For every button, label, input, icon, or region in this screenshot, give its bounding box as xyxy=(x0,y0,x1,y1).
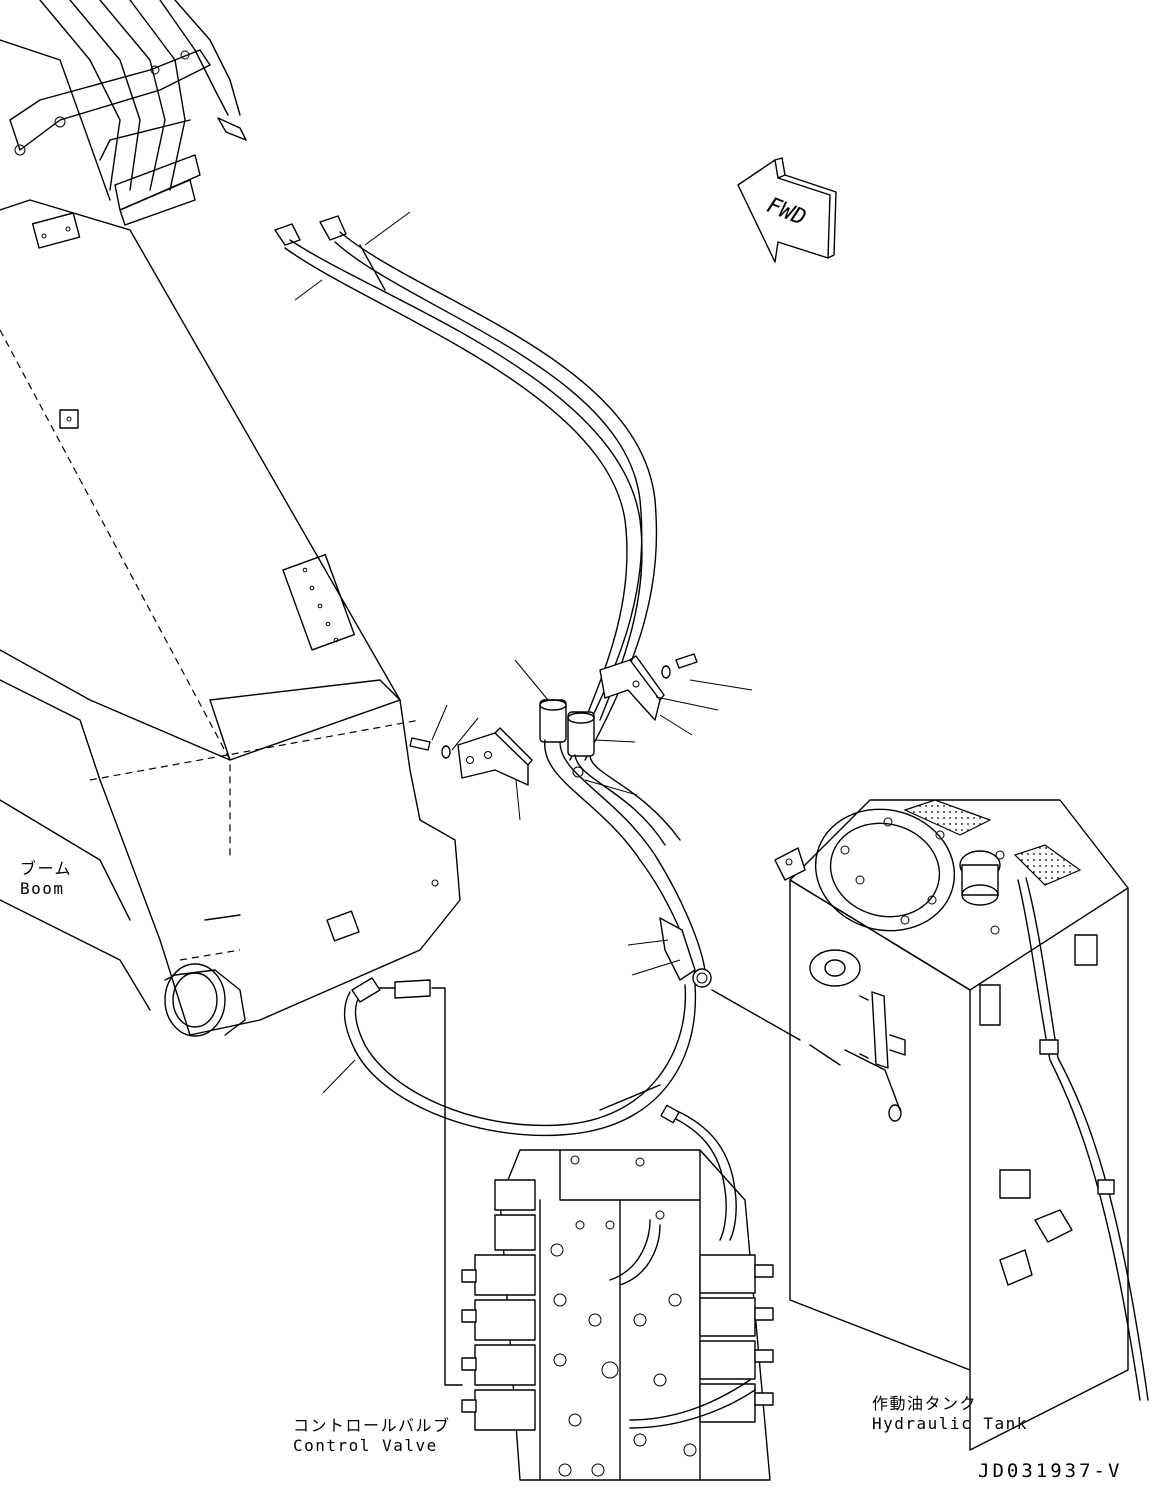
fwd-direction-arrow: FWD xyxy=(737,157,837,263)
control-valve-drawing xyxy=(461,1104,774,1481)
control-valve-label-en: Control Valve xyxy=(293,1436,438,1455)
boom-label-jp: ブーム xyxy=(20,859,73,878)
bracket-left xyxy=(409,727,533,786)
hydraulic-tank-label-en: Hydraulic Tank xyxy=(872,1414,1028,1433)
bracket-right xyxy=(599,653,698,721)
hydraulic-tank-label-jp: 作動油タンク xyxy=(872,1394,978,1413)
hose-assembly xyxy=(274,215,841,1386)
boom-drawing xyxy=(0,0,461,1037)
control-valve-label-jp: コントロールバルブ xyxy=(293,1416,451,1435)
boom-label-en: Boom xyxy=(20,879,65,898)
hydraulic-tank-drawing xyxy=(774,799,1149,1451)
callout-leader-lines xyxy=(294,211,753,1094)
drawing-code: JD031937-V xyxy=(978,1460,1123,1482)
